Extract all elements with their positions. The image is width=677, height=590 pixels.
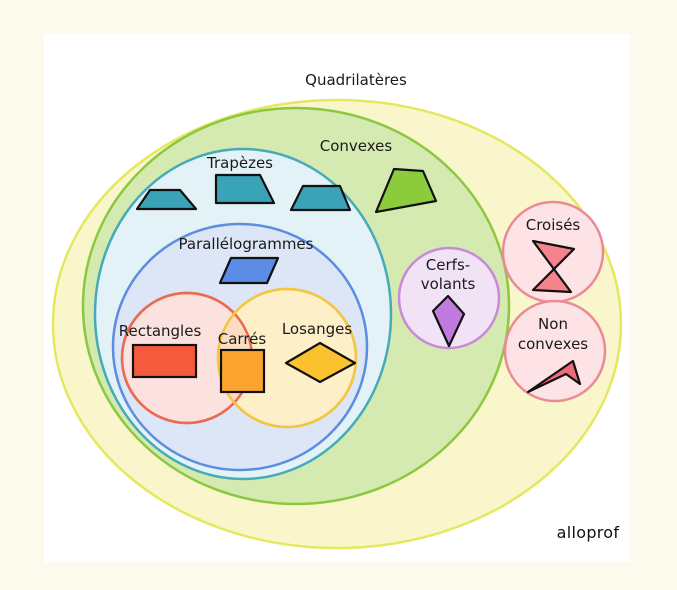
brand-logo-alloprof: alloprof — [557, 523, 620, 542]
label-non-convexes-line1: Non — [538, 315, 568, 333]
parallelogramme-shape — [218, 256, 280, 285]
label-non-convexes-line2: convexes — [518, 335, 588, 353]
trapeze-shape-1 — [135, 188, 198, 211]
trapeze-shape-2 — [214, 173, 276, 205]
cerf-volant-shape — [431, 294, 466, 348]
label-rectangles: Rectangles — [119, 322, 202, 340]
label-cerfs-volants-line1: Cerfs- — [426, 256, 470, 274]
croise-shape — [531, 239, 576, 294]
label-losanges: Losanges — [282, 320, 353, 338]
set-losanges-outline — [216, 287, 358, 429]
label-carres: Carrés — [218, 330, 267, 348]
trapeze-shape-3 — [289, 184, 352, 212]
label-parallelogrammes: Parallélogrammes — [179, 235, 314, 253]
label-convexes: Convexes — [320, 137, 393, 155]
carre-shape — [219, 348, 266, 394]
losange-shape — [284, 341, 357, 384]
set-non-convexes — [503, 299, 607, 403]
label-trapezes: Trapèzes — [206, 154, 273, 172]
label-quadrilateres: Quadrilatères — [305, 71, 407, 89]
convexe-shape — [374, 167, 438, 214]
label-croises: Croisés — [526, 216, 581, 234]
label-cerfs-volants-line2: volants — [421, 275, 476, 293]
non-convexe-shape — [526, 359, 582, 394]
rectangle-shape — [131, 343, 198, 379]
